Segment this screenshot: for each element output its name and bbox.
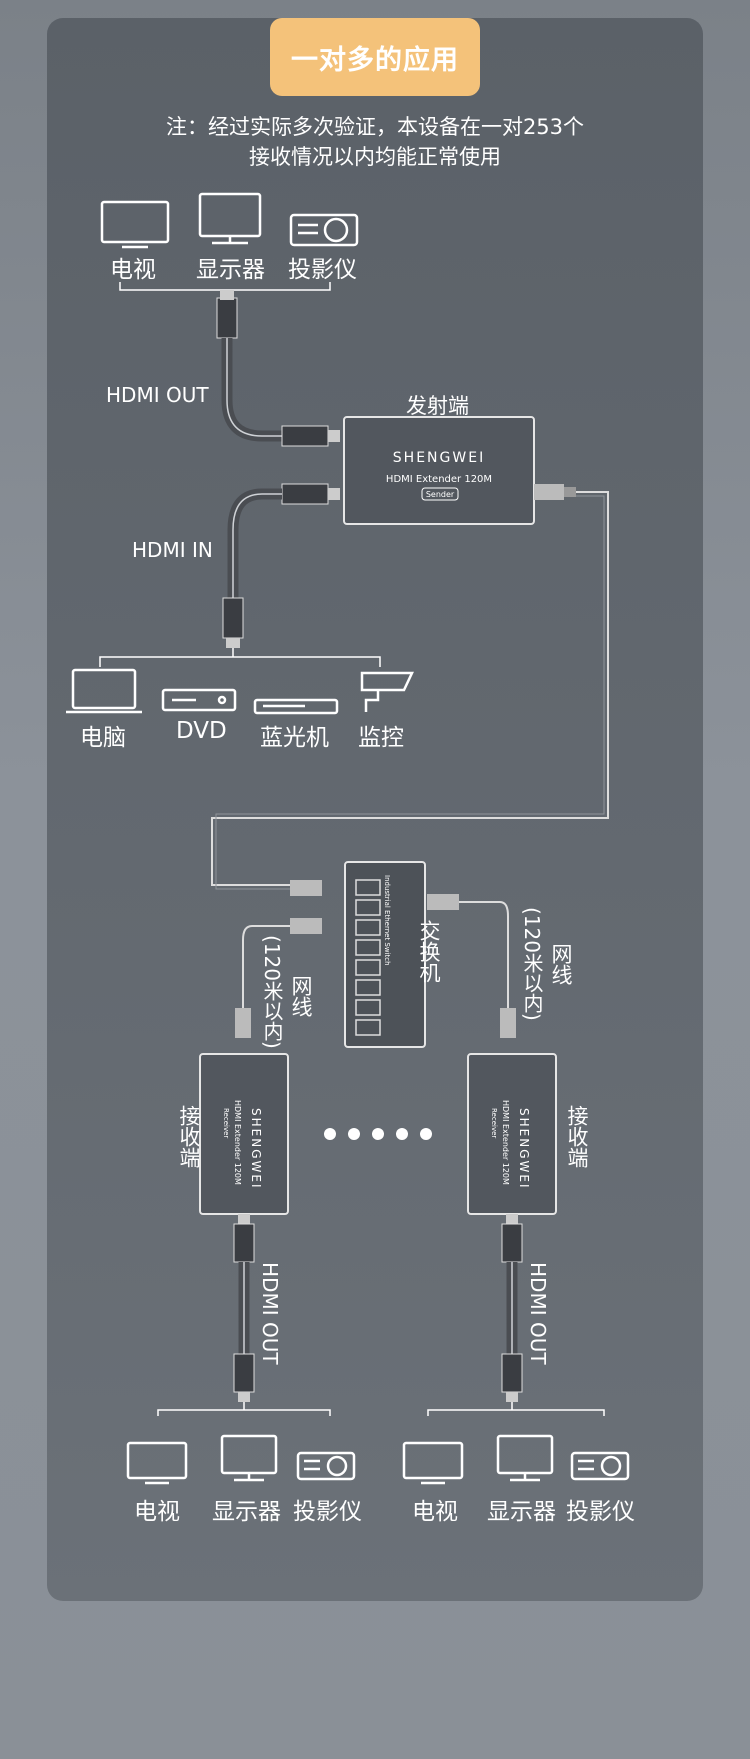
hdmi-in-cable [222, 483, 340, 648]
bottom-right-bracket [427, 1402, 605, 1416]
section-title: 一对多的应用 [270, 18, 480, 96]
sender-tag: Sender [426, 490, 455, 499]
net-right-label: 网线 [549, 943, 573, 985]
monitor-icon [198, 192, 262, 245]
switch-label: 交换机 [417, 920, 441, 983]
sender-brand: SHENGWEI [393, 450, 485, 466]
receiver-right-model: HDMI Extender 120M [501, 1100, 510, 1185]
network-cable-main [211, 491, 609, 886]
projector-icon [289, 213, 359, 247]
top-tv-label: 电视 [110, 257, 156, 283]
bluray-player-icon [253, 698, 339, 715]
receiver-right-label: 接收端 [565, 1105, 589, 1168]
source-camera-label: 监控 [358, 725, 404, 751]
net-left-label: 网线 [289, 975, 313, 1017]
network-switch: Industrial Ethernet Switch [290, 861, 459, 1048]
switch-port [355, 959, 381, 976]
receiver-left-model: HDMI Extender 120M [233, 1100, 242, 1185]
note-line-2: 接收情况以内均能正常使用 [249, 145, 501, 169]
bottom-right-monitor-label: 显示器 [487, 1499, 556, 1525]
receiver-right-hdmi-cable [501, 1214, 523, 1402]
bottom-left-projector-icon [296, 1451, 356, 1481]
switch-port [355, 919, 381, 936]
hdmi-out-cable [216, 290, 340, 447]
net-left-range: (120米以内) [260, 935, 284, 1049]
receiver-left-hdmi-out-label: HDMI OUT [258, 1262, 282, 1365]
receiver-left: SHENGWEI HDMI Extender 120M Receiver [199, 1053, 289, 1215]
bottom-left-monitor-label: 显示器 [212, 1499, 281, 1525]
switch-port [355, 899, 381, 916]
receiver-right-brand: SHENGWEI [517, 1108, 531, 1189]
switch-text: Industrial Ethernet Switch [383, 875, 391, 966]
bottom-left-bracket [157, 1402, 331, 1416]
source-pc-label: 电脑 [80, 725, 126, 751]
sender-label: 发射端 [406, 394, 469, 418]
bottom-right-projector-icon [570, 1451, 630, 1481]
net-right-range: (120米以内) [520, 907, 544, 1021]
bottom-right-tv-icon [402, 1441, 464, 1485]
note-line-1: 注：经过实际多次验证，本设备在一对253个 [165, 115, 585, 139]
receiver-right-tag: Receiver [490, 1108, 498, 1138]
receiver-left-tag: Receiver [222, 1108, 230, 1138]
receiver-left-hdmi-cable [233, 1214, 255, 1402]
bottom-right-tv-label: 电视 [412, 1499, 458, 1525]
bottom-left-tv-icon [126, 1441, 188, 1485]
bottom-right-monitor-icon [496, 1434, 554, 1482]
switch-port [355, 879, 381, 896]
source-bluray-label: 蓝光机 [260, 725, 329, 751]
receiver-left-brand: SHENGWEI [249, 1108, 263, 1189]
diagram-panel [47, 18, 703, 1601]
hdmi-out-label: HDMI OUT [106, 383, 209, 407]
receiver-right: SHENGWEI HDMI Extender 120M Receiver [467, 1053, 557, 1215]
receiver-right-hdmi-out-label: HDMI OUT [526, 1262, 550, 1365]
bottom-left-projector-label: 投影仪 [293, 1499, 362, 1525]
tv-icon [100, 200, 170, 249]
top-monitor-label: 显示器 [196, 257, 265, 283]
switch-port [355, 1019, 381, 1036]
bottom-left-tv-label: 电视 [134, 1499, 180, 1525]
top-projector-label: 投影仪 [288, 257, 357, 283]
bottom-right-projector-label: 投影仪 [566, 1499, 635, 1525]
switch-cables [242, 901, 509, 1008]
receiver-left-label: 接收端 [177, 1105, 201, 1168]
source-bracket [99, 648, 381, 667]
switch-port [355, 999, 381, 1016]
hdmi-in-label: HDMI IN [132, 538, 213, 562]
more-receivers-dots [324, 1128, 432, 1140]
switch-port [355, 939, 381, 956]
camera-icon [360, 671, 414, 712]
switch-port [355, 979, 381, 996]
source-dvd-label: DVD [176, 718, 227, 744]
laptop-icon [66, 668, 142, 714]
dvd-player-icon [161, 688, 237, 712]
bottom-left-monitor-icon [220, 1434, 278, 1482]
sender-model: HDMI Extender 120M [386, 474, 492, 485]
sender-device: SHENGWEI HDMI Extender 120M Sender [343, 416, 576, 525]
